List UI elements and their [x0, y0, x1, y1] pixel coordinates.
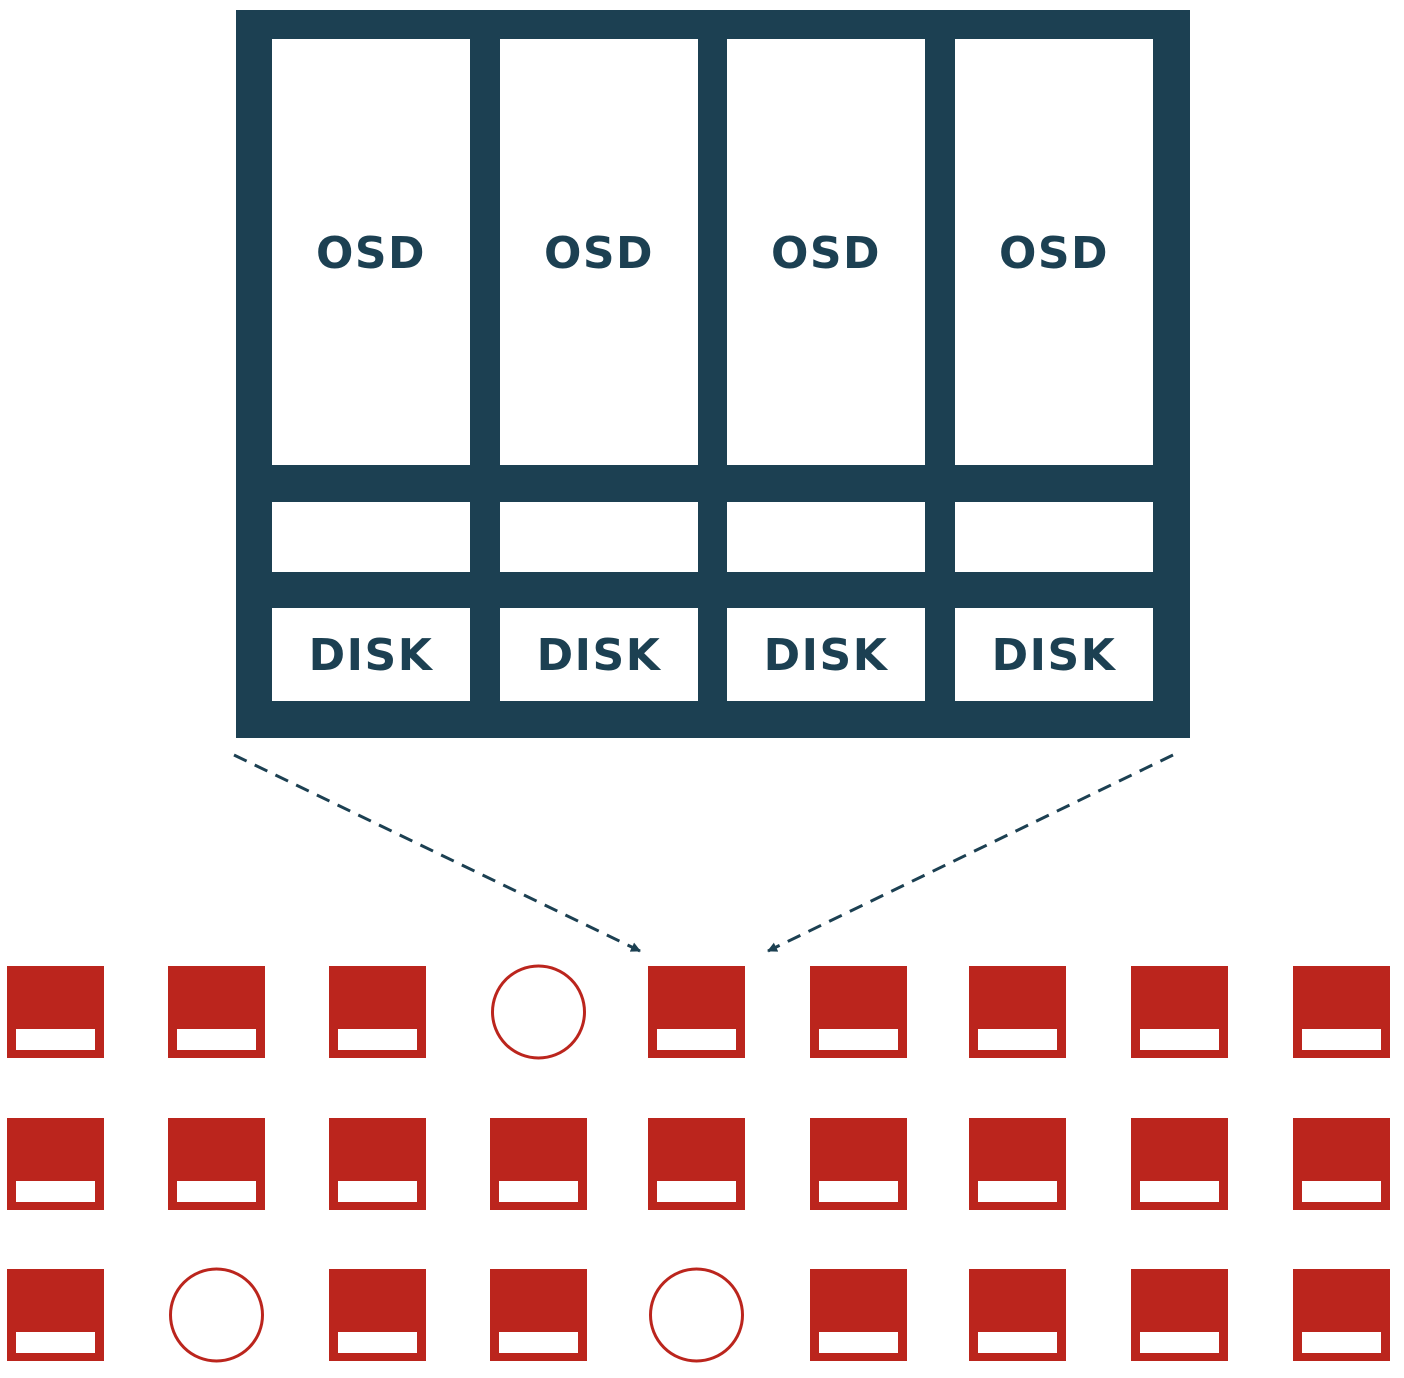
osd-label: OSD	[544, 228, 654, 279]
server-column: OSD DISK	[727, 39, 925, 701]
server-node-slot	[177, 1029, 256, 1050]
spacer-slot	[955, 502, 1153, 572]
server-node-slot	[1140, 1029, 1219, 1050]
server-node-slot	[499, 1332, 578, 1353]
server-node-slot	[978, 1181, 1057, 1202]
spacer-slot	[500, 502, 698, 572]
server-node-icon	[810, 1269, 907, 1361]
server-node-slot	[16, 1181, 95, 1202]
server-node-icon	[490, 1118, 587, 1210]
server-node-slot	[16, 1332, 95, 1353]
empty-node-icon	[649, 1267, 744, 1363]
server-node-icon	[1293, 1118, 1390, 1210]
server-node-icon	[969, 1269, 1066, 1361]
server-node-icon	[490, 1269, 587, 1361]
server-node-icon	[1293, 1269, 1390, 1361]
node-grid	[7, 964, 1390, 1363]
disk-slot	[500, 608, 698, 701]
server-node-slot	[978, 1029, 1057, 1050]
server-node-icon	[168, 966, 265, 1058]
empty-node-icon	[491, 964, 586, 1060]
server-node-icon	[329, 1269, 426, 1361]
server-node-icon	[168, 1118, 265, 1210]
zoom-connector-left	[233, 753, 641, 953]
osd-slot	[727, 39, 925, 465]
server-node-icon	[648, 1118, 745, 1210]
spacer-slot	[727, 502, 925, 572]
server-node-slot	[1140, 1332, 1219, 1353]
osd-slot	[955, 39, 1153, 465]
server-node-icon	[329, 966, 426, 1058]
server-node-slot	[338, 1029, 417, 1050]
server-node-slot	[1302, 1332, 1381, 1353]
server-node-slot	[177, 1181, 256, 1202]
disk-slot	[727, 608, 925, 701]
server-node-icon	[1131, 966, 1228, 1058]
server-node-slot	[1302, 1029, 1381, 1050]
osd-label: OSD	[771, 228, 881, 279]
server-column: OSD DISK	[500, 39, 698, 701]
disk-label: DISK	[537, 630, 662, 681]
server-node-icon	[648, 966, 745, 1058]
server-node-icon	[810, 1118, 907, 1210]
server-node-slot	[819, 1332, 898, 1353]
osd-label: OSD	[999, 228, 1109, 279]
server-node-slot	[499, 1181, 578, 1202]
zoom-connector-right	[767, 753, 1174, 953]
server-enclosure: OSD DISK OSD DISK OSD DISK OSD DI	[236, 10, 1190, 738]
server-node-icon	[7, 966, 104, 1058]
osd-slot	[500, 39, 698, 465]
server-column: OSD DISK	[955, 39, 1153, 701]
server-node-slot	[1302, 1181, 1381, 1202]
server-node-icon	[1131, 1269, 1228, 1361]
disk-label: DISK	[764, 630, 889, 681]
server-node-slot	[16, 1029, 95, 1050]
server-node-slot	[657, 1029, 736, 1050]
server-node-icon	[1131, 1118, 1228, 1210]
server-node-icon	[969, 966, 1066, 1058]
server-node-slot	[657, 1181, 736, 1202]
server-node-icon	[7, 1118, 104, 1210]
server-column: OSD DISK	[272, 39, 470, 701]
server-node-slot	[338, 1181, 417, 1202]
osd-slot	[272, 39, 470, 465]
server-node-icon	[810, 966, 907, 1058]
server-node-slot	[338, 1332, 417, 1353]
server-node-slot	[819, 1029, 898, 1050]
server-node-icon	[969, 1118, 1066, 1210]
spacer-slot	[272, 502, 470, 572]
disk-label: DISK	[309, 630, 434, 681]
server-node-slot	[819, 1181, 898, 1202]
disk-slot	[955, 608, 1153, 701]
empty-node-icon	[169, 1267, 264, 1363]
disk-label: DISK	[992, 630, 1117, 681]
server-node-slot	[1140, 1181, 1219, 1202]
disk-slot	[272, 608, 470, 701]
server-node-icon	[329, 1118, 426, 1210]
server-node-icon	[7, 1269, 104, 1361]
server-node-icon	[1293, 966, 1390, 1058]
osd-label: OSD	[316, 228, 426, 279]
server-node-slot	[978, 1332, 1057, 1353]
